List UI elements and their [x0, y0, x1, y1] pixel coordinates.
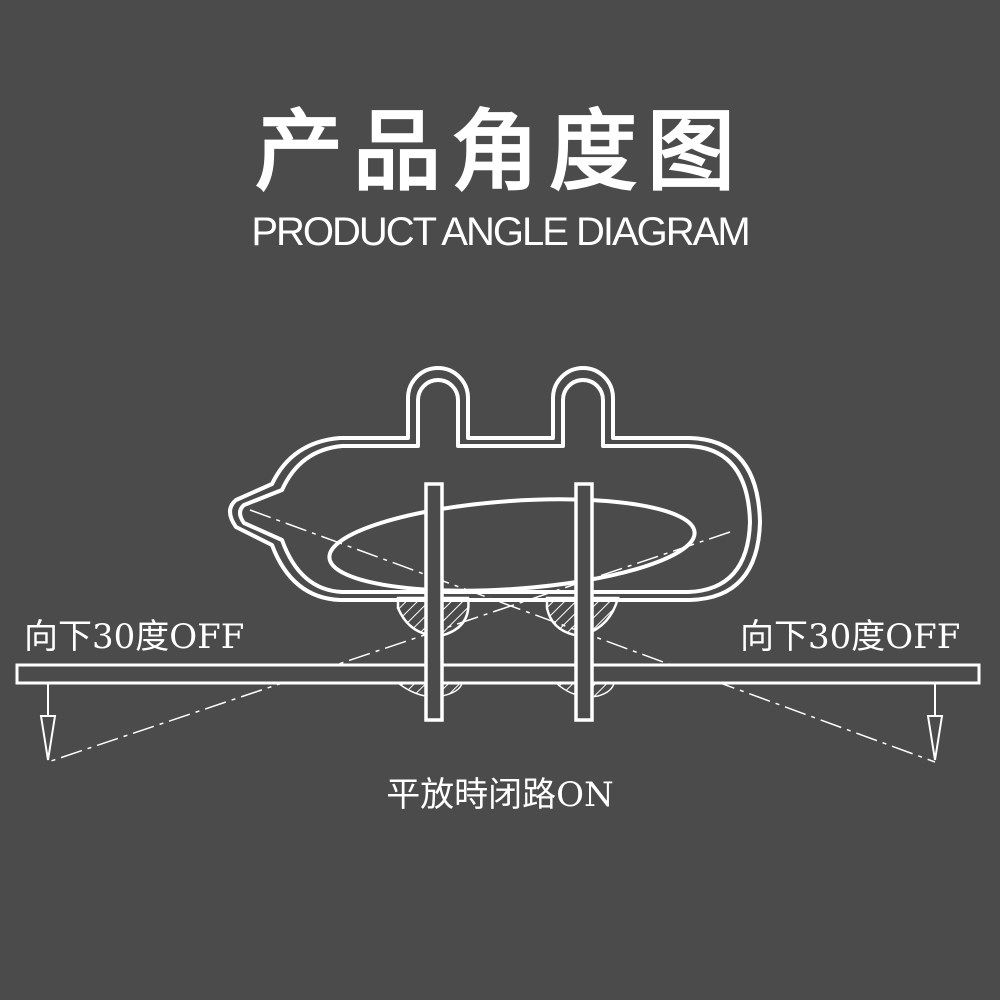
base-plate	[15, 663, 981, 685]
product-body	[228, 366, 762, 602]
page-subtitle: PRODUCT ANGLE DIAGRAM	[251, 210, 750, 254]
page-title: 产品角度图	[254, 100, 745, 203]
right-arrow-icon	[926, 683, 944, 761]
right-pin	[574, 482, 594, 722]
right-tilt-line	[47, 531, 731, 763]
flat-on-label: 平放時闭路ON	[386, 775, 614, 815]
left-tilt-label: 向下30度OFF	[24, 617, 245, 657]
inner-ellipse	[327, 497, 697, 593]
right-tilt-label: 向下30度OFF	[740, 617, 961, 657]
left-pin	[424, 482, 444, 722]
left-tilt-line	[249, 509, 936, 763]
left-arrow-icon	[39, 683, 57, 761]
